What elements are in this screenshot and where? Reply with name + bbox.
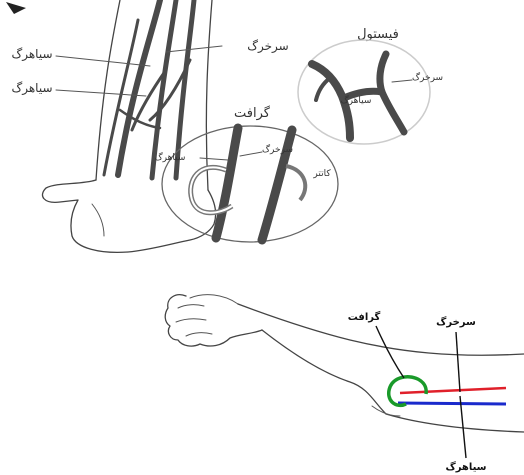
label-vein-top-2: سیاهرگ	[11, 81, 52, 96]
graft-circle	[162, 126, 338, 242]
label-graft-bottom: گرافت	[348, 310, 381, 323]
label-vein-top-1: سیاهرگ	[11, 47, 52, 62]
graft-inset	[162, 126, 338, 242]
leader-vein-bottom	[460, 396, 466, 458]
label-artery-bottom: سرخرگ	[436, 315, 476, 328]
graft-label-artery: سرخرگ	[262, 143, 293, 155]
leader-artery-bottom	[456, 332, 460, 392]
graft-loop-right	[286, 166, 305, 200]
graft-label-vein: سیاهرگ	[155, 151, 186, 163]
leader-vein-1	[56, 56, 150, 66]
thumb-crease	[92, 204, 104, 236]
fistula-label-artery: سرخرگ	[412, 71, 443, 83]
forearm-vessels	[104, 0, 194, 178]
leader-graft-bottom	[376, 326, 404, 378]
leader-artery	[166, 46, 222, 52]
leader-graft-artery	[240, 152, 262, 156]
fistula-branch	[316, 78, 330, 100]
label-artery-top: سرخرگ	[247, 39, 288, 54]
leader-fistula-artery	[392, 80, 412, 82]
artery-line	[400, 388, 506, 393]
fistula-inset	[298, 40, 430, 144]
corner-mark	[6, 2, 26, 14]
graft-label-catheter: کاتتر	[312, 169, 331, 179]
fist-knuckles	[176, 305, 212, 336]
forearm-illustration	[6, 0, 222, 252]
fist-thumb	[190, 295, 238, 304]
arm-upper-outline	[238, 304, 524, 355]
fistula-label-vein: سیاهرگ	[341, 94, 372, 106]
graft-title: گرافت	[234, 105, 271, 121]
label-vein-bottom: سیاهرگ	[445, 460, 486, 473]
leader-graft-vein	[200, 158, 228, 160]
vein-line	[398, 403, 506, 404]
graft-vessel-left	[216, 128, 238, 238]
